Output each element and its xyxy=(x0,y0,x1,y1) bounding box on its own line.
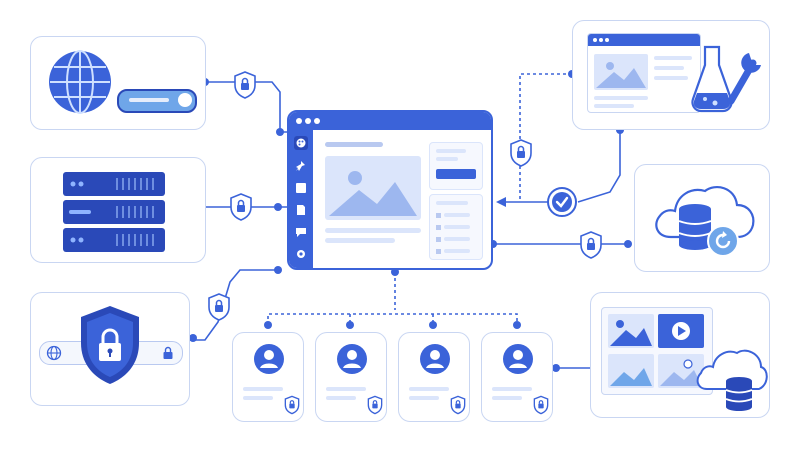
lock-shield-icon xyxy=(580,231,602,259)
user-card[interactable] xyxy=(398,332,470,422)
settings-icon[interactable] xyxy=(295,248,307,260)
media-gallery-panel xyxy=(601,307,713,395)
globe-icon xyxy=(46,345,62,361)
browser-window xyxy=(587,33,701,113)
security-shield-lock-icon xyxy=(81,306,139,384)
lock-shield-icon xyxy=(367,395,383,415)
pin-icon[interactable] xyxy=(295,160,307,172)
toggle-switch xyxy=(117,89,197,113)
lock-shield-icon xyxy=(510,139,532,167)
server-card xyxy=(30,157,206,263)
globe-icon xyxy=(49,50,111,114)
lock-icon xyxy=(163,346,173,359)
video-thumbnail-icon xyxy=(658,314,704,348)
cloud-database-restore-icon xyxy=(655,186,755,257)
user-avatar-icon xyxy=(337,344,367,374)
link-users-bus xyxy=(267,313,518,325)
media-gallery-card xyxy=(590,292,770,418)
document-icon[interactable] xyxy=(295,204,307,216)
server-rack-icon xyxy=(63,172,165,252)
window-titlebar xyxy=(289,112,491,130)
user-card[interactable] xyxy=(481,332,553,422)
link-security-hub xyxy=(190,269,280,341)
image-thumbnail-icon xyxy=(608,354,654,388)
cloud-database-icon xyxy=(696,349,768,411)
check-circle-icon xyxy=(547,187,577,217)
globe-card xyxy=(30,36,206,130)
pages-icon[interactable] xyxy=(295,182,307,194)
cms-dashboard-window xyxy=(287,110,493,270)
panel-button[interactable] xyxy=(436,169,476,179)
comment-icon[interactable] xyxy=(295,226,307,238)
lock-shield-icon xyxy=(533,395,549,415)
lab-tools-icon xyxy=(691,45,761,113)
user-avatar-icon xyxy=(254,344,284,374)
side-panel-top xyxy=(429,142,483,190)
lock-shield-icon xyxy=(230,193,252,221)
image-thumbnail-icon xyxy=(608,314,654,348)
side-panel-list xyxy=(429,194,483,260)
image-thumbnail-icon xyxy=(658,354,704,388)
lock-shield-icon xyxy=(450,395,466,415)
cloud-database-card xyxy=(634,164,770,272)
user-avatar-icon xyxy=(420,344,450,374)
link-lab-check xyxy=(577,130,621,203)
security-card xyxy=(30,292,190,406)
palette-icon[interactable] xyxy=(294,136,308,150)
user-card[interactable] xyxy=(315,332,387,422)
lock-shield-icon xyxy=(234,71,256,99)
browser-lab-card xyxy=(572,20,770,130)
lock-shield-icon xyxy=(208,293,230,321)
image-placeholder-icon xyxy=(325,156,421,220)
link-browser-dashed xyxy=(519,73,572,200)
lock-shield-icon xyxy=(284,395,300,415)
user-card[interactable] xyxy=(232,332,304,422)
dashboard-sidebar xyxy=(289,130,313,268)
user-avatar-icon xyxy=(503,344,533,374)
